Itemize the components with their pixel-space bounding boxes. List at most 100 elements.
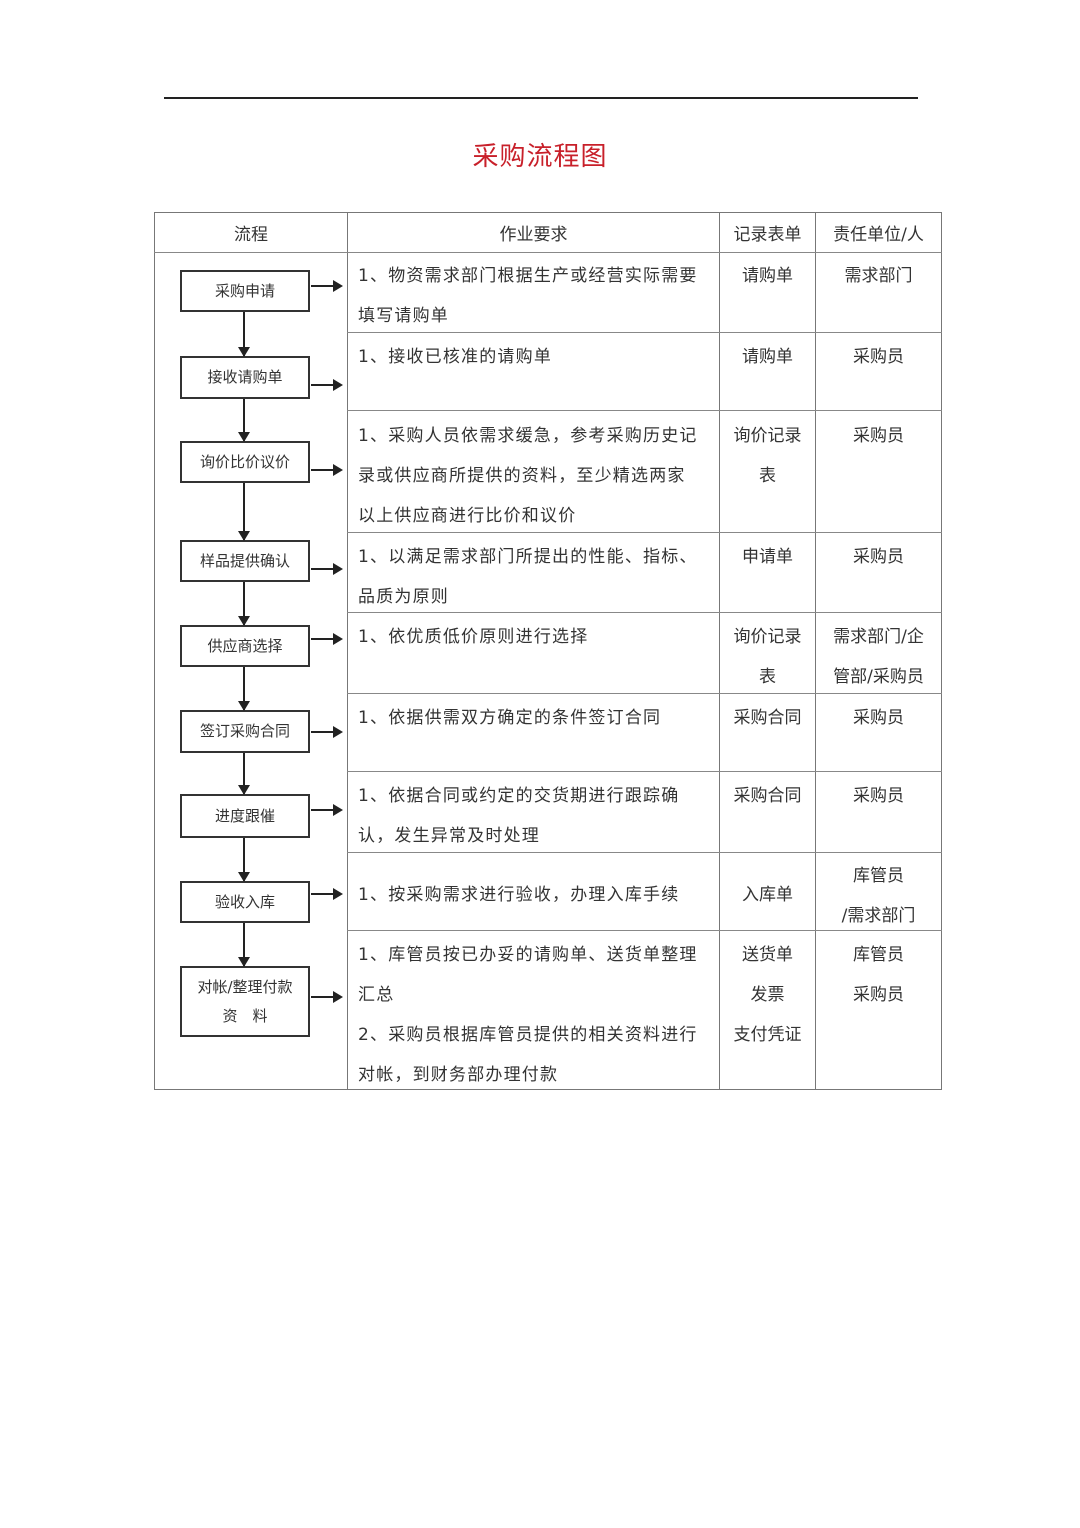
header-rule xyxy=(164,97,918,99)
record-cell: 请购单 xyxy=(720,256,815,296)
requirement-line: 录或供应商所提供的资料，至少精选两家 xyxy=(358,466,686,486)
record-line: 询价记录 xyxy=(733,627,802,647)
responsible-line: 采购员 xyxy=(853,786,904,806)
flow-step-supplier-selection: 供应商选择 xyxy=(180,625,310,667)
record-line: 申请单 xyxy=(742,547,793,567)
flow-step-sample-confirmation: 样品提供确认 xyxy=(180,540,310,582)
row-divider xyxy=(347,410,942,411)
arrow-down-icon xyxy=(238,923,250,967)
arrow-down-icon xyxy=(238,838,250,882)
arrow-down-icon xyxy=(238,582,250,626)
requirement-line: 以上供应商进行比价和议价 xyxy=(358,506,577,526)
responsible-line: 采购员 xyxy=(853,547,904,567)
requirement-line: 2、采购员根据库管员提供的相关资料进行 xyxy=(358,1025,698,1045)
requirement-line: 1、接收已核准的请购单 xyxy=(358,347,553,367)
record-line: 请购单 xyxy=(742,266,793,286)
flow-step-inquiry-negotiation: 询价比价议价 xyxy=(180,441,310,483)
responsible-line: 采购员 xyxy=(853,347,904,367)
arrow-right-icon xyxy=(311,633,343,645)
record-cell: 询价记录 表 xyxy=(720,617,815,697)
responsible-cell: 需求部门/企 管部/采购员 xyxy=(816,617,941,697)
requirement-cell: 1、依优质低价原则进行选择 xyxy=(348,617,719,657)
responsible-cell: 采购员 xyxy=(816,416,941,456)
requirement-line: 1、按采购需求进行验收，办理入库手续 xyxy=(358,885,680,905)
record-line: 表 xyxy=(759,667,776,687)
flow-step-label: 资 料 xyxy=(222,1006,268,1025)
responsible-line: /需求部门 xyxy=(841,906,916,926)
arrow-down-icon xyxy=(238,312,250,357)
record-line: 发票 xyxy=(750,985,785,1005)
record-line: 采购合同 xyxy=(733,708,802,728)
row-divider xyxy=(347,332,942,333)
flow-step-label: 接收请购单 xyxy=(207,368,283,386)
row-divider xyxy=(347,612,942,613)
responsible-cell: 需求部门 xyxy=(816,256,941,296)
arrow-right-icon xyxy=(311,888,343,900)
row-divider xyxy=(347,852,942,853)
row-divider xyxy=(347,693,942,694)
record-line: 采购合同 xyxy=(733,786,802,806)
requirement-line: 汇总 xyxy=(358,985,395,1005)
responsible-cell: 采购员 xyxy=(816,537,941,577)
record-cell: 请购单 xyxy=(720,337,815,377)
responsible-cell: 采购员 xyxy=(816,337,941,377)
record-line: 入库单 xyxy=(742,885,793,905)
flow-step-receive-requisition: 接收请购单 xyxy=(180,356,310,399)
requirement-line: 1、以满足需求部门所提出的性能、指标、 xyxy=(358,547,698,567)
requirement-cell: 1、接收已核准的请购单 xyxy=(348,337,719,377)
responsible-line: 管部/采购员 xyxy=(833,667,924,687)
header-requirements: 作业要求 xyxy=(499,225,568,245)
row-divider xyxy=(347,930,942,931)
requirement-cell: 1、库管员按已办妥的请购单、送货单整理 汇总 2、采购员根据库管员提供的相关资料… xyxy=(348,935,719,1095)
flow-step-label: 对帐/整理付款 xyxy=(197,977,293,996)
requirement-cell: 1、以满足需求部门所提出的性能、指标、 品质为原则 xyxy=(348,537,719,617)
arrow-down-icon xyxy=(238,483,250,541)
responsible-line: 采购员 xyxy=(853,708,904,728)
header-process: 流程 xyxy=(234,225,268,245)
flow-step-label: 询价比价议价 xyxy=(199,452,290,471)
record-cell: 询价记录 表 xyxy=(720,416,815,496)
requirement-cell: 1、依据合同或约定的交货期进行跟踪确 认，发生异常及时处理 xyxy=(348,776,719,856)
responsible-cell: 库管员 采购员 xyxy=(816,935,941,1015)
requirement-cell: 1、物资需求部门根据生产或经营实际需要 填写请购单 xyxy=(348,256,719,336)
requirement-line: 1、依据合同或约定的交货期进行跟踪确 xyxy=(358,786,680,806)
flow-step-label: 进度跟催 xyxy=(214,806,275,825)
record-cell: 送货单 发票 支付凭证 xyxy=(720,935,815,1055)
page-title: 采购流程图 xyxy=(472,142,608,172)
responsible-line: 库管员 xyxy=(853,866,904,886)
requirement-line: 品质为原则 xyxy=(358,587,449,607)
header-responsible: 责任单位/人 xyxy=(833,225,924,245)
record-line: 送货单 xyxy=(742,945,793,965)
record-line: 表 xyxy=(759,466,776,486)
arrow-down-icon xyxy=(238,753,250,795)
record-cell: 采购合同 xyxy=(720,698,815,738)
flow-step-inspection-warehousing: 验收入库 xyxy=(180,881,310,923)
responsible-line: 采购员 xyxy=(853,426,904,446)
responsible-cell: 采购员 xyxy=(816,776,941,816)
flow-step-label: 样品提供确认 xyxy=(199,551,290,570)
requirement-line: 认，发生异常及时处理 xyxy=(358,826,540,846)
flow-step-sign-contract: 签订采购合同 xyxy=(180,710,310,753)
flow-step-progress-follow-up: 进度跟催 xyxy=(180,794,310,838)
column-divider xyxy=(719,212,720,1090)
arrow-down-icon xyxy=(238,667,250,711)
record-cell: 申请单 xyxy=(720,537,815,577)
requirement-cell: 1、按采购需求进行验收，办理入库手续 xyxy=(348,875,719,915)
arrow-right-icon xyxy=(311,280,343,292)
arrow-right-icon xyxy=(311,726,343,738)
responsible-line: 采购员 xyxy=(853,985,904,1005)
row-divider xyxy=(347,771,942,772)
flow-step-label: 验收入库 xyxy=(214,892,275,911)
flow-step-purchase-request: 采购申请 xyxy=(180,270,310,312)
procurement-table xyxy=(154,212,942,1090)
requirement-line: 1、库管员按已办妥的请购单、送货单整理 xyxy=(358,945,698,965)
column-divider xyxy=(347,212,348,1090)
row-divider xyxy=(347,532,942,533)
requirement-line: 对帐，到财务部办理付款 xyxy=(358,1065,559,1085)
requirement-line: 1、依据供需双方确定的条件签订合同 xyxy=(358,708,662,728)
arrow-down-icon xyxy=(238,399,250,442)
arrow-right-icon xyxy=(311,379,343,391)
requirement-line: 填写请购单 xyxy=(358,306,449,326)
requirement-line: 1、物资需求部门根据生产或经营实际需要 xyxy=(358,266,698,286)
column-divider xyxy=(815,212,816,1090)
